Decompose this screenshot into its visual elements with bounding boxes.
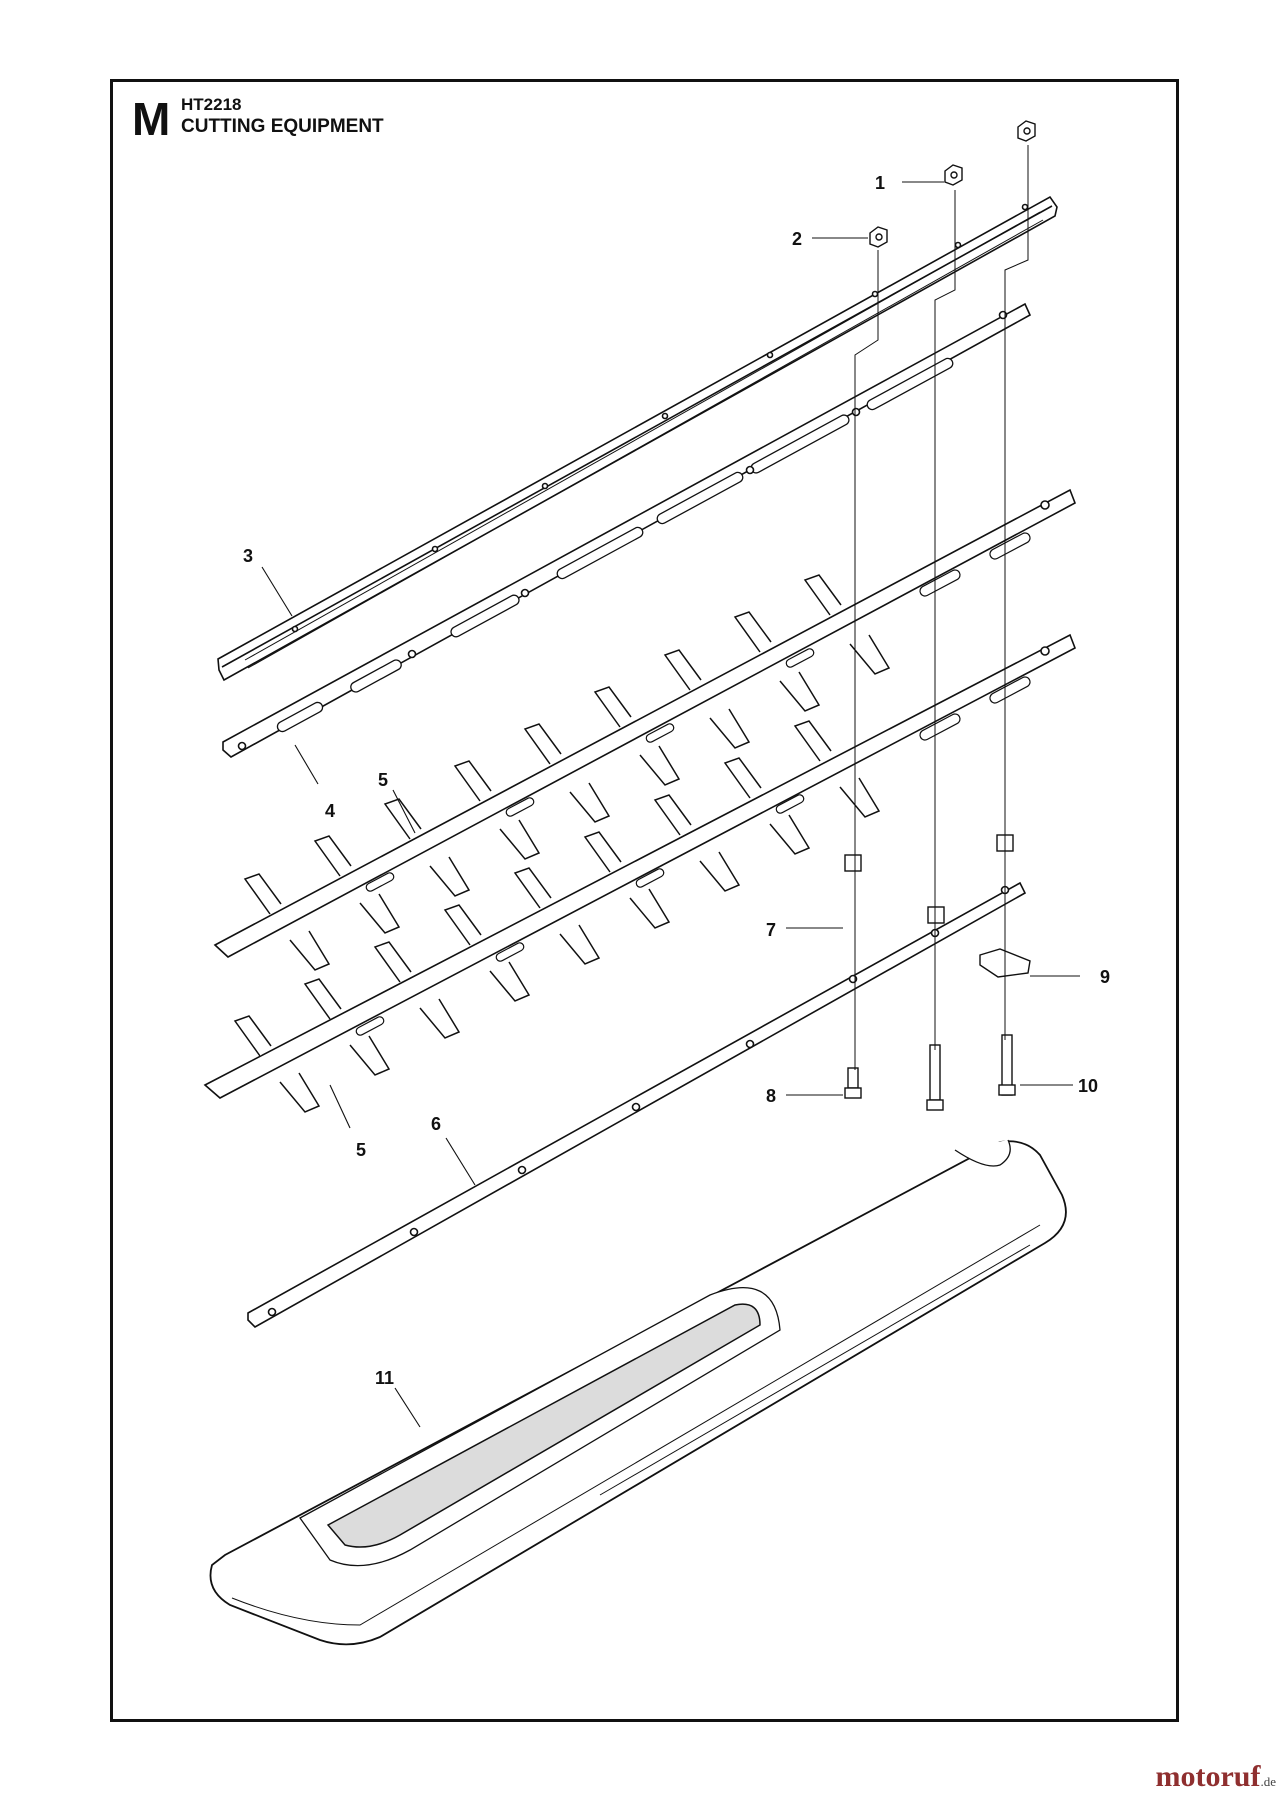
assembly-lines: [854, 145, 1029, 1070]
part-spacer-plate: [222, 302, 1032, 758]
model-number: HT2218: [181, 95, 242, 114]
watermark-brand: motoruf: [1155, 1760, 1261, 1793]
drawing-frame: [110, 79, 1179, 1722]
watermark: motoruf.de: [1155, 1760, 1276, 1794]
part-nut-top: [1017, 120, 1036, 142]
watermark-suffix: .de: [1260, 1774, 1276, 1789]
callout-5-upper: 5: [378, 770, 388, 790]
leader-lines: [261, 181, 1080, 1428]
callout-11: 11: [375, 1368, 394, 1388]
diagram-title: CUTTING EQUIPMENT: [181, 116, 384, 137]
callout-7: 7: [766, 920, 776, 940]
callout-8: 8: [766, 1086, 776, 1106]
part-guide-rail: [217, 195, 1058, 682]
part-nut-2: [869, 226, 888, 248]
part-blade-lower: [203, 633, 1077, 1113]
callout-6: 6: [431, 1114, 441, 1134]
callout-labels: 1 2 3 4 5 5 6 7 8 9 10 11: [243, 173, 1110, 1388]
callout-1: 1: [875, 173, 885, 193]
callout-2: 2: [792, 229, 802, 249]
callout-9: 9: [1100, 967, 1110, 987]
part-screws-8-10: [844, 1034, 1016, 1111]
section-letter: M: [132, 93, 171, 145]
callout-3: 3: [243, 546, 253, 566]
part-nut-1: [944, 164, 963, 186]
callout-10: 10: [1078, 1076, 1098, 1096]
callout-4: 4: [325, 801, 335, 821]
callout-5-lower: 5: [356, 1140, 366, 1160]
part-blade-upper: [213, 488, 1077, 971]
part-blade-cover: [209, 1139, 1067, 1646]
